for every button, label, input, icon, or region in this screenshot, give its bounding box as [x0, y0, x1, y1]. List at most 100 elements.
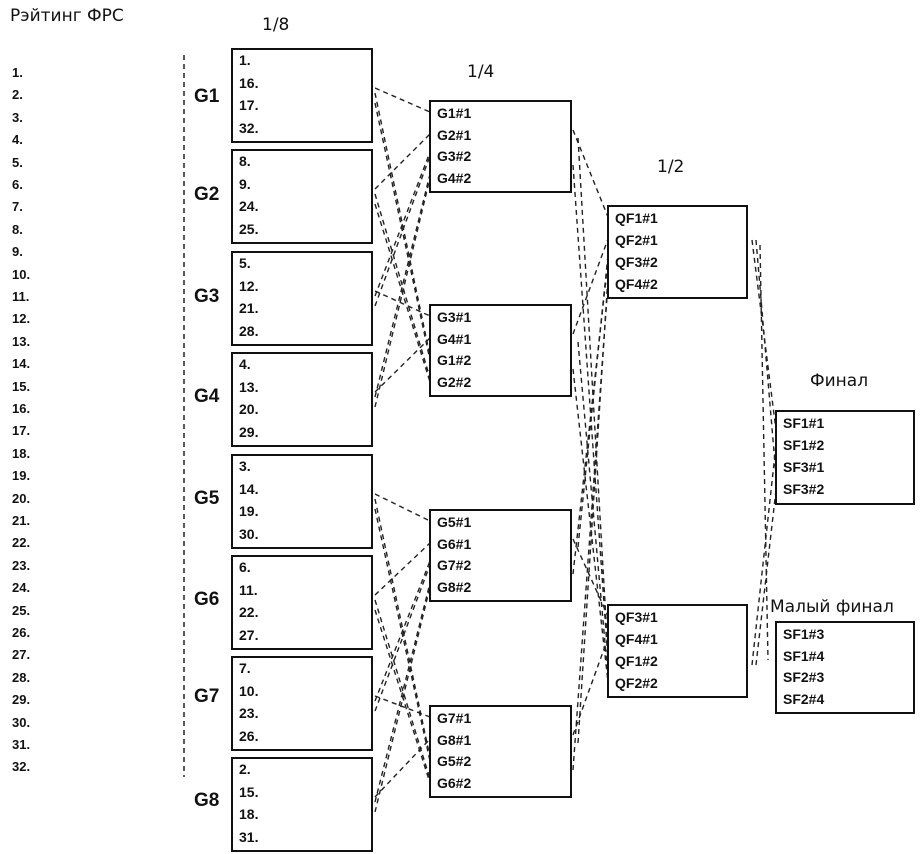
round-label-qf: 1/4: [467, 62, 495, 82]
group-label: G1: [194, 86, 220, 107]
group-label: G4: [194, 386, 220, 407]
group-box-g7-entry: 23.: [239, 705, 259, 721]
connector-line: [374, 738, 431, 798]
rating-rank: 4.: [12, 132, 23, 148]
semifinal-box-2-entry: QF1#2: [615, 653, 658, 669]
group-label: G8: [194, 790, 220, 811]
connector-line: [374, 609, 431, 784]
group-box-g3-entry: 12.: [239, 277, 259, 294]
group-box-g1-entry: 1.: [239, 52, 251, 68]
quarterfinal-box-2-entry: G4#1: [437, 330, 472, 347]
rating-rank: 21.: [12, 513, 31, 528]
rating-rank: 23.: [12, 557, 31, 573]
connector-line: [374, 695, 431, 718]
connector-line: [572, 238, 609, 335]
group-box-g2-entry: 8.: [239, 153, 251, 169]
final-box-entry: SF1#1: [783, 415, 825, 431]
rating-rank: 30.: [12, 714, 31, 730]
quarterfinal-box-3-entry: G7#2: [437, 557, 472, 573]
group-box-g1-entry: 32.: [239, 119, 259, 136]
connector-line: [374, 177, 431, 408]
connector-line: [374, 173, 431, 398]
group-box-g1-entry: 17.: [239, 97, 259, 113]
group-box-g5-entry: 3.: [239, 458, 251, 474]
rating-rank: 19.: [12, 468, 31, 484]
rating-rank: 20.: [12, 490, 31, 506]
connector-line: [374, 493, 431, 522]
rating-rank: 27.: [12, 647, 31, 663]
rating-rank: 3.: [12, 109, 23, 125]
round-label-small-final: Малый финал: [770, 597, 894, 617]
group-label: G6: [194, 589, 220, 610]
connector-line: [374, 564, 431, 712]
quarterfinal-box-1-entry: G3#2: [437, 148, 472, 164]
group-box-g4: 4.13.20.29.: [231, 352, 373, 447]
rating-rank: 25.: [12, 602, 31, 618]
group-box-g8-entry: 31.: [239, 828, 259, 845]
quarterfinal-box-1-entry: G4#2: [437, 169, 472, 186]
connector-line: [374, 193, 431, 379]
small-final-box-entry: SF1#4: [783, 647, 825, 664]
connector-line: [572, 129, 609, 218]
quarterfinal-box-4-entry: G6#2: [437, 774, 472, 791]
group-box-g5-entry: 14.: [239, 480, 259, 497]
group-label: G7: [194, 686, 220, 707]
rating-rank: 14.: [12, 356, 31, 372]
group-box-g8-entry: 2.: [239, 761, 251, 777]
connector-line: [755, 489, 777, 666]
connector-line: [374, 560, 431, 702]
group-box-g5-entry: 30.: [239, 525, 259, 542]
connector-line: [572, 637, 609, 736]
connector-line: [751, 239, 777, 431]
rating-rank: 6.: [12, 177, 23, 192]
rating-rank: 7.: [12, 199, 23, 215]
quarterfinal-box-2-entry: G3#1: [437, 309, 472, 325]
group-box-g5: 3.14.19.30.: [231, 454, 373, 549]
rating-rank: 12.: [12, 311, 31, 327]
round-label-sf: 1/2: [657, 157, 685, 177]
semifinal-box-2-entry: QF2#2: [615, 675, 658, 691]
quarterfinal-box-4-entry: G5#2: [437, 753, 472, 769]
connector-line: [572, 164, 609, 661]
group-box-g6-entry: 11.: [239, 581, 258, 598]
small-final-box-entry: SF1#3: [783, 626, 825, 642]
connector-line: [374, 102, 431, 361]
connector-line: [751, 444, 777, 666]
final-box-entry: SF3#1: [783, 459, 825, 475]
group-box-g4-entry: 20.: [239, 401, 259, 417]
connector-line: [374, 582, 431, 803]
rating-rank: 24.: [12, 580, 31, 596]
round-label-r16: 1/8: [262, 15, 290, 35]
connector-line: [577, 341, 609, 677]
rating-rank: 16.: [12, 401, 31, 416]
group-box-g8-entry: 15.: [239, 783, 259, 800]
group-box-g3: 5.12.21.28.: [231, 251, 373, 346]
group-box-g8: 2.15.18.31.: [231, 757, 373, 852]
final-box-entry: SF1#2: [783, 437, 825, 453]
semifinal-box-1-entry: QF4#2: [615, 276, 658, 292]
connector-line: [374, 337, 431, 393]
group-box-g3-entry: 5.: [239, 255, 251, 271]
semifinal-box-1-entry: QF1#1: [615, 210, 658, 226]
rating-rank: 11.: [12, 289, 30, 304]
rating-rank: 26.: [12, 625, 31, 640]
quarterfinal-box-2-entry: G1#2: [437, 352, 472, 368]
round-label-final: Финал: [810, 371, 869, 391]
group-box-g3-entry: 21.: [239, 300, 259, 316]
rating-rank: 28.: [12, 669, 31, 685]
rating-rank: 2.: [12, 87, 23, 103]
rating-rank: 32.: [12, 759, 31, 775]
small-final-box-entry: SF2#3: [783, 669, 825, 685]
rating-rank: 29.: [12, 692, 31, 708]
small-final-box-entry: SF2#4: [783, 690, 825, 707]
rating-rank: 10.: [12, 266, 31, 282]
quarterfinal-box-4-entry: G7#1: [437, 710, 472, 726]
rating-rank: 22.: [12, 535, 31, 551]
group-box-g6-entry: 22.: [239, 604, 259, 620]
group-box-g7-entry: 26.: [239, 727, 259, 744]
